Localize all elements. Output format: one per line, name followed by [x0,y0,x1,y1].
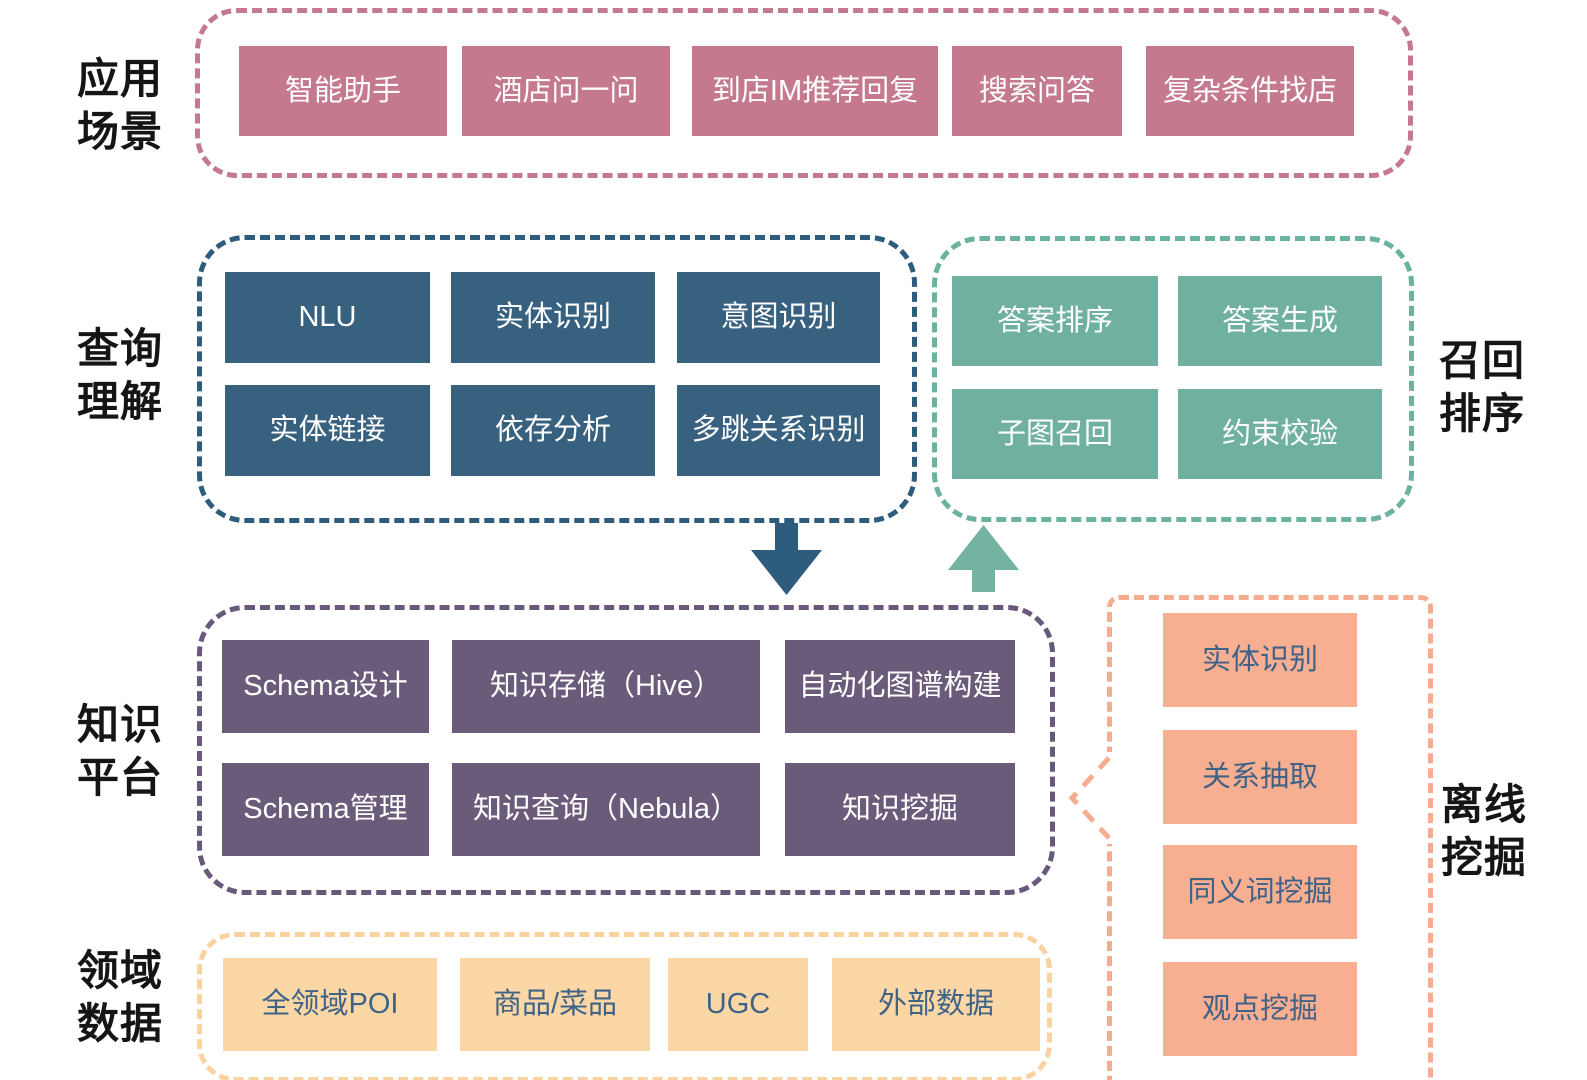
label-app-scenarios: 应用 场景 [76,55,163,155]
block-app-scenario: 复杂条件找店 [1146,46,1354,136]
block-domain-data: 商品/菜品 [460,958,650,1051]
block-platform: Schema设计 [222,640,429,733]
block-domain-data: UGC [668,958,808,1051]
block-app-scenario: 酒店问一问 [462,46,670,136]
app-scenarios-box [195,8,1413,178]
query-understanding-box [197,235,917,523]
label-domain-data: 领域 数据 [76,947,163,1047]
block-query: 实体识别 [451,272,655,363]
block-query: 多跳关系识别 [677,385,880,476]
block-query: 实体链接 [225,385,430,476]
block-recall: 约束校验 [1178,389,1382,479]
block-app-scenario: 搜索问答 [952,46,1122,136]
label-knowledge-platform: 知识 平台 [76,701,163,801]
block-domain-data: 外部数据 [832,958,1040,1051]
knowledge-platform-box [197,605,1055,895]
block-mining: 同义词挖掘 [1163,845,1357,939]
block-mining: 关系抽取 [1163,730,1357,824]
block-query: 依存分析 [451,385,655,476]
block-platform: 知识挖掘 [785,763,1015,856]
block-domain-data: 全领域POI [223,958,437,1051]
block-app-scenario: 智能助手 [239,46,447,136]
block-platform: 知识查询（Nebula） [452,763,760,856]
block-recall: 子图召回 [952,389,1158,479]
block-recall: 答案排序 [952,276,1158,366]
label-offline-mining: 离线 挖掘 [1440,781,1527,881]
block-mining: 观点挖掘 [1163,962,1357,1056]
block-recall: 答案生成 [1178,276,1382,366]
block-mining: 实体识别 [1163,613,1357,707]
label-query-understanding: 查询 理解 [76,325,163,425]
recall-ranking-box [932,236,1414,522]
block-query: 意图识别 [677,272,880,363]
domain-data-box [197,932,1052,1080]
block-platform: 自动化图谱构建 [785,640,1015,733]
block-query: NLU [225,272,430,363]
down-arrow-icon [751,523,822,595]
up-arrow-icon [948,525,1019,592]
label-recall-ranking: 召回 排序 [1438,337,1525,437]
block-app-scenario: 到店IM推荐回复 [692,46,938,136]
border-gap [1102,752,1116,844]
block-platform: Schema管理 [222,763,429,856]
block-platform: 知识存储（Hive） [452,640,760,733]
